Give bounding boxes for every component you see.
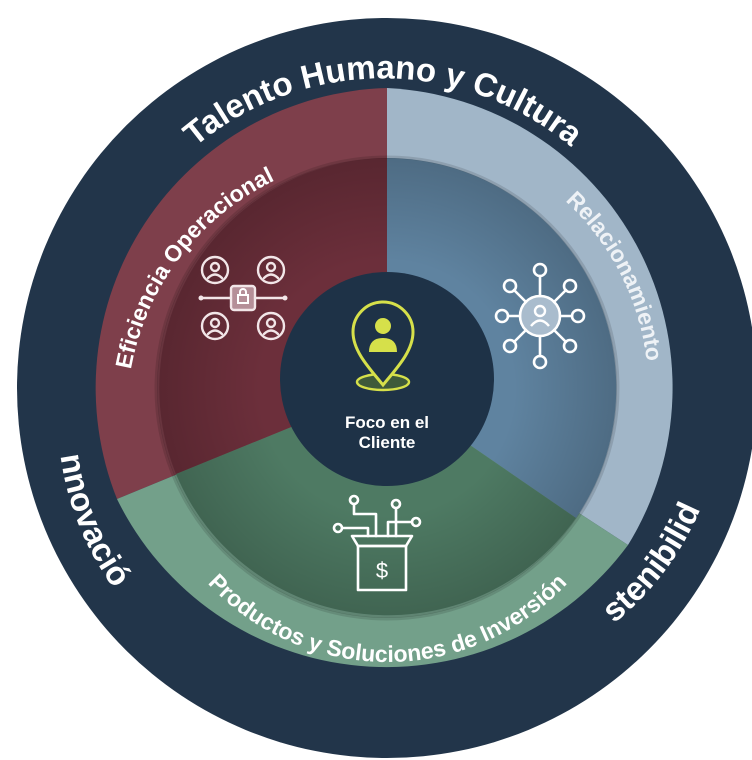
hub-label-line2: Cliente xyxy=(359,433,416,452)
user-network-icon xyxy=(494,262,586,370)
network-lock-icon xyxy=(198,255,288,341)
location-pin-user-icon xyxy=(351,300,415,392)
hub-label-line1: Foco en el xyxy=(345,413,429,432)
inner-rim xyxy=(154,155,620,621)
dollar-box-icon: $ xyxy=(332,494,422,592)
svg-text:$: $ xyxy=(376,558,388,583)
